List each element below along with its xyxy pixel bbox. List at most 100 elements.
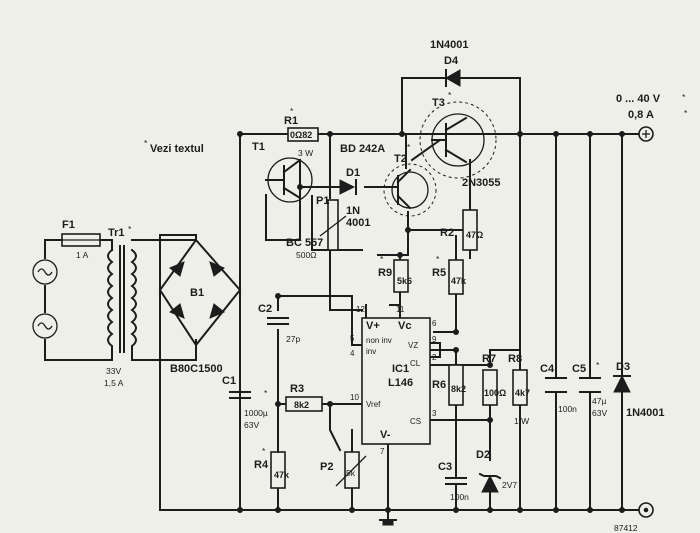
- potentiometer-p2: P2 5k: [320, 451, 367, 489]
- svg-text:*: *: [128, 224, 132, 234]
- svg-text:*: *: [290, 106, 294, 116]
- svg-text:*: *: [380, 254, 384, 264]
- c3-ref: C3: [438, 461, 452, 473]
- t3-part: 2N3055: [462, 177, 501, 189]
- transistor-t1: T1 BC 557: [252, 141, 323, 249]
- note-label: Vezi textul: [150, 143, 204, 155]
- c3-value: 100n: [450, 492, 469, 502]
- zener-d2: D2 2V7: [476, 449, 517, 493]
- pin-4: 4: [350, 349, 355, 358]
- r4-ref: R4: [254, 459, 269, 471]
- resistor-r3: 8k2 R3 *: [264, 383, 323, 412]
- potentiometer-p1: P1 500Ω: [296, 195, 347, 260]
- d2-ref: D2: [476, 449, 490, 461]
- figure-number: 87412: [614, 523, 638, 533]
- fuse-value: 1 A: [76, 250, 89, 260]
- mains-input: [32, 259, 58, 339]
- capacitor-c1: C1 1000µ 63V: [222, 375, 268, 430]
- p1-value: 500Ω: [296, 250, 317, 260]
- t2-ref: T2: [394, 153, 407, 165]
- transistor-t3: T3 * 2N3055: [419, 90, 501, 189]
- ic-ref: IC1: [392, 363, 409, 375]
- c1-value: 1000µ: [244, 408, 268, 418]
- ac-source-icon: [32, 259, 58, 285]
- pin-7: 7: [380, 447, 385, 456]
- r9-value: 5k6: [397, 276, 412, 286]
- svg-text:*: *: [264, 388, 268, 398]
- fuse-f1: F1 1 A: [61, 219, 101, 260]
- ic-pin-vc: Vc: [398, 320, 411, 332]
- d3-part: 1N4001: [626, 407, 665, 419]
- r1-power: 3 W: [298, 148, 313, 158]
- resistor-r4: 47k R4 *: [254, 446, 290, 489]
- r6-ref: R6: [432, 379, 446, 391]
- transformer-voltage: 33V: [106, 366, 121, 376]
- r7-ref: R7: [482, 353, 496, 365]
- capacitor-c2: C2 27p: [258, 303, 300, 344]
- ic-pin-vz: VZ: [408, 341, 418, 350]
- r1-value: 0Ω82: [290, 130, 312, 140]
- diode-d1: D1 1N 4001: [339, 167, 370, 229]
- pin-2: 2: [432, 353, 437, 362]
- r7-value: 100Ω: [484, 388, 506, 398]
- bridge-b1: B1 B80C1500: [158, 238, 242, 375]
- d1-part-1: 1N: [346, 205, 360, 217]
- svg-text:*: *: [682, 92, 686, 102]
- diode-d4: 1N4001 D4: [430, 39, 471, 87]
- ic-pin-cs: CS: [410, 417, 421, 426]
- r8-power: 1 W: [514, 416, 529, 426]
- capacitor-c5: C5 * 47µ 63V: [572, 360, 607, 418]
- d1-part-2: 4001: [346, 217, 370, 229]
- d4-part: 1N4001: [430, 39, 469, 51]
- output-range: 0 ... 40 V: [616, 93, 661, 105]
- d2-value: 2V7: [502, 480, 517, 490]
- svg-text:*: *: [596, 360, 600, 370]
- capacitor-c3: C3 100n: [438, 461, 469, 502]
- c4-value: 100n: [558, 404, 577, 414]
- output-terminals: 0 ... 40 V * 0,8 A *: [616, 92, 688, 518]
- r9-ref: R9: [378, 267, 392, 279]
- bridge-part: B80C1500: [170, 363, 223, 375]
- ic-pin-vplus: V+: [366, 320, 380, 332]
- svg-text:*: *: [262, 446, 266, 456]
- diode-d3: D3 1N4001: [613, 361, 665, 419]
- r2-value: 47Ω: [466, 230, 483, 240]
- resistor-r8: 4k7 R8 1 W: [508, 353, 530, 426]
- p2-value: 5k: [346, 468, 356, 478]
- output-current: 0,8 A: [628, 109, 654, 121]
- r5-value: 47k: [451, 276, 467, 286]
- c4-ref: C4: [540, 363, 555, 375]
- resistor-r1: * R1 0Ω82 3 W: [284, 106, 319, 158]
- r8-value: 4k7: [515, 388, 530, 398]
- pin-11: 11: [396, 305, 405, 314]
- svg-text:*: *: [436, 254, 440, 264]
- c5-ref: C5: [572, 363, 586, 375]
- resistor-r9: 5k6 R9 *: [378, 254, 412, 293]
- ic-part: L146: [388, 377, 413, 389]
- ic-pin-vref: Vref: [366, 400, 381, 409]
- pin-3: 3: [432, 409, 437, 418]
- d4-ref: D4: [444, 55, 459, 67]
- transformer-current: 1,5 A: [104, 378, 124, 388]
- wiring: [44, 77, 641, 519]
- bridge-ref: B1: [190, 287, 204, 299]
- r1-ref: R1: [284, 115, 298, 127]
- ic-pin-inv: inv: [366, 347, 376, 356]
- pin-10: 10: [350, 393, 359, 402]
- r5-ref: R5: [432, 267, 446, 279]
- t1-part: BC 557: [286, 237, 323, 249]
- pin-5: 5: [350, 334, 355, 343]
- c1-voltage: 63V: [244, 420, 259, 430]
- ic-pin-vminus: V-: [380, 429, 391, 441]
- ic1-l146: V+ Vc non inv inv IC1 L146 Vref VZ CL CS…: [350, 305, 437, 456]
- transformer-ref: Tr1: [108, 227, 125, 239]
- t3-ref: T3: [432, 97, 445, 109]
- capacitor-c4: C4 100n: [540, 363, 577, 414]
- c2-value: 27p: [286, 334, 300, 344]
- c2-ref: C2: [258, 303, 272, 315]
- ic-pin-cl: CL: [410, 359, 421, 368]
- r3-value: 8k2: [294, 400, 309, 410]
- r3-ref: R3: [290, 383, 304, 395]
- pin-9: 9: [432, 335, 437, 344]
